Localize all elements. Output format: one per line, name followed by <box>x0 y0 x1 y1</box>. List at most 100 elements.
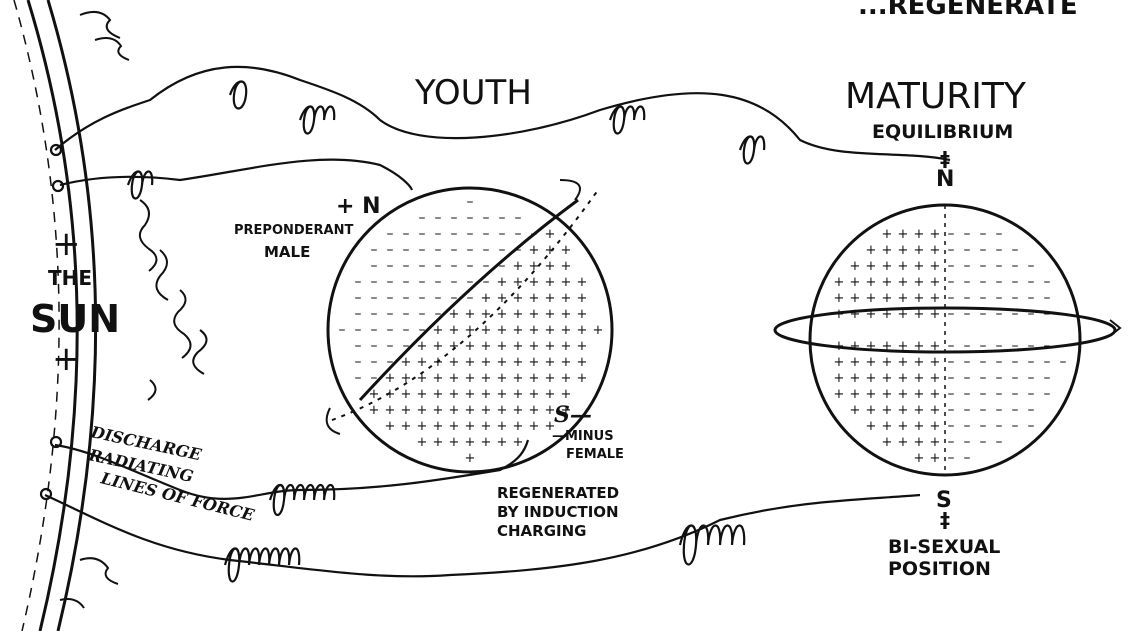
plus-charge-mark: + <box>882 371 893 386</box>
minus-charge-mark: – <box>467 226 474 242</box>
minus-charge-mark: – <box>451 258 458 274</box>
plus-charge-mark: + <box>433 403 444 418</box>
minus-charge-mark: – <box>996 226 1003 242</box>
minus-charge-mark: – <box>371 354 378 370</box>
plus-charge-mark: + <box>914 451 925 466</box>
minus-charge-mark: – <box>948 306 955 322</box>
minus-charge-mark: – <box>964 386 971 402</box>
plus-charge-mark: + <box>930 355 941 370</box>
plus-charge-mark: + <box>914 243 925 258</box>
minus-charge-mark: – <box>419 226 426 242</box>
minus-charge-mark: – <box>371 306 378 322</box>
plus-charge-mark: + <box>529 371 540 386</box>
plus-charge-mark: + <box>529 387 540 402</box>
minus-charge-mark: – <box>948 434 955 450</box>
plus-charge-mark: + <box>545 355 556 370</box>
plus-charge-mark: + <box>545 371 556 386</box>
plus-charge-mark: + <box>866 275 877 290</box>
plus-charge-mark: + <box>834 291 845 306</box>
minus-charge-mark: – <box>964 402 971 418</box>
minus-charge-mark: – <box>1060 338 1067 354</box>
minus-charge-mark: – <box>948 242 955 258</box>
minus-charge-mark: – <box>387 338 394 354</box>
plus-charge-mark: + <box>481 355 492 370</box>
plus-charge-mark: + <box>914 339 925 354</box>
minus-charge-mark: – <box>499 258 506 274</box>
minus-charge-mark: – <box>467 194 474 210</box>
plus-charge-mark: + <box>914 227 925 242</box>
minus-charge-mark: – <box>1060 306 1067 322</box>
plus-charge-mark: + <box>545 291 556 306</box>
plus-charge-mark: + <box>513 355 524 370</box>
minus-charge-mark: – <box>1028 258 1035 274</box>
minus-charge-mark: – <box>499 226 506 242</box>
minus-charge-mark: – <box>964 354 971 370</box>
minus-charge-mark: – <box>419 210 426 226</box>
plus-charge-mark: + <box>385 371 396 386</box>
minus-charge-mark: – <box>419 274 426 290</box>
plus-charge-mark: + <box>882 243 893 258</box>
minus-charge-mark: – <box>1044 274 1051 290</box>
plus-charge-mark: + <box>497 275 508 290</box>
plus-charge-mark: + <box>930 291 941 306</box>
plus-charge-mark: + <box>850 403 861 418</box>
minus-charge-mark: – <box>435 210 442 226</box>
plus-charge-mark: + <box>930 259 941 274</box>
plus-charge-mark: + <box>481 419 492 434</box>
minus-charge-mark: – <box>435 242 442 258</box>
plus-charge-mark: + <box>449 339 460 354</box>
minus-charge-mark: – <box>964 306 971 322</box>
minus-charge-mark: – <box>387 354 394 370</box>
plus-charge-mark: + <box>898 435 909 450</box>
plus-charge-mark: + <box>513 435 524 450</box>
plus-charge-mark: + <box>866 419 877 434</box>
minus-charge-mark: – <box>451 274 458 290</box>
plus-charge-mark: + <box>433 339 444 354</box>
minus-charge-mark: – <box>1012 370 1019 386</box>
plus-charge-mark: + <box>850 339 861 354</box>
minus-charge-mark: – <box>371 242 378 258</box>
minus-charge-mark: – <box>964 258 971 274</box>
plus-charge-mark: + <box>513 323 524 338</box>
plus-charge-mark: + <box>545 339 556 354</box>
plus-charge-mark: + <box>497 419 508 434</box>
plus-charge-mark: + <box>433 355 444 370</box>
plus-charge-mark: + <box>882 403 893 418</box>
plus-charge-mark: + <box>529 339 540 354</box>
plus-charge-mark: + <box>882 435 893 450</box>
minus-charge-mark: – <box>435 274 442 290</box>
minus-charge-mark: – <box>355 354 362 370</box>
plus-charge-mark: + <box>577 323 588 338</box>
minus-charge-mark: – <box>948 258 955 274</box>
minus-charge-mark: – <box>483 274 490 290</box>
minus-charge-mark: – <box>1012 290 1019 306</box>
plus-charge-mark: + <box>401 419 412 434</box>
minus-charge-mark: – <box>1012 258 1019 274</box>
plus-charge-mark: + <box>898 371 909 386</box>
plus-charge-mark: + <box>481 435 492 450</box>
charging-label: CHARGING <box>497 522 586 540</box>
plus-charge-mark: + <box>914 435 925 450</box>
minus-charge-mark: – <box>371 338 378 354</box>
plus-charge-mark: + <box>561 339 572 354</box>
minus-charge-mark: – <box>980 258 987 274</box>
minus-charge-mark: – <box>355 322 362 338</box>
minus-charge-mark: – <box>996 338 1003 354</box>
plus-charge-mark: + <box>481 403 492 418</box>
plus-charge-mark: + <box>834 371 845 386</box>
plus-charge-mark: + <box>449 323 460 338</box>
maturity-south-sign: ‡ <box>940 508 950 532</box>
minus-charge-mark: – <box>996 402 1003 418</box>
plus-charge-mark: + <box>545 387 556 402</box>
plus-charge-mark: + <box>834 339 845 354</box>
minus-charge-mark: – <box>1044 370 1051 386</box>
minus-charge-mark: – <box>419 306 426 322</box>
minus-charge-mark: – <box>996 242 1003 258</box>
plus-charge-mark: + <box>930 243 941 258</box>
minus-charge-mark: – <box>483 258 490 274</box>
minus-charge-mark: – <box>996 306 1003 322</box>
maturity-north-label: N <box>936 167 954 192</box>
minus-charge-mark: – <box>980 418 987 434</box>
minus-charge-mark: – <box>948 370 955 386</box>
minus-label: —MINUS <box>552 429 614 444</box>
